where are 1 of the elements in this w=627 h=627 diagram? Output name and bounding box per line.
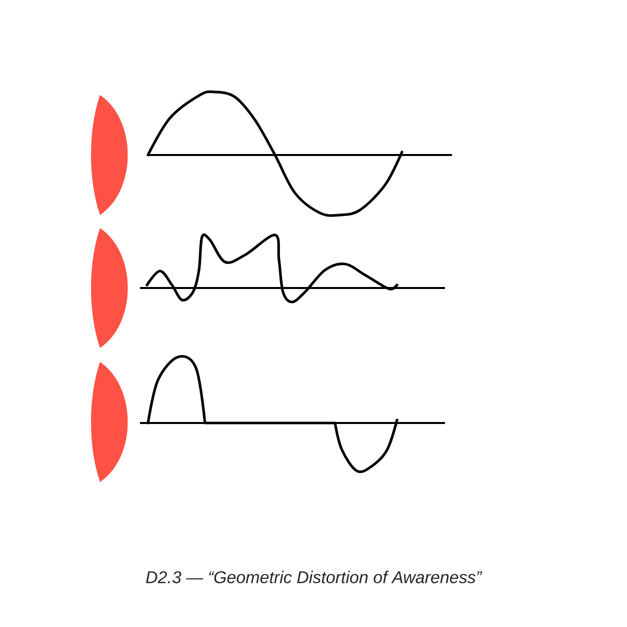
caption: D2.3 — “Geometric Distortion of Awareness”: [146, 570, 482, 584]
